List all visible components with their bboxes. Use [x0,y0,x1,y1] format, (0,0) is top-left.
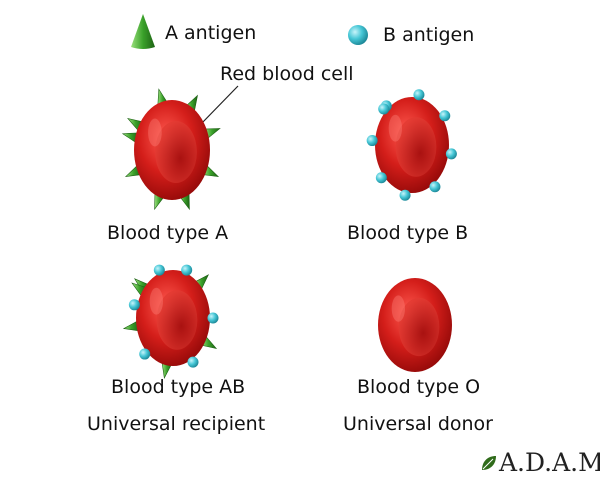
cell-highlight [388,114,403,142]
universal-recipient-label: Universal recipient [87,413,266,435]
b-antigen-sphere [181,264,193,276]
b-antigen-label: B antigen [383,24,475,46]
cell-highlight [391,295,406,322]
b-antigen-sphere [128,299,140,311]
b-antigen-sphere [429,181,441,193]
b-antigen-legend-icon [348,25,368,45]
blood-type-o-label: Blood type O [357,376,481,398]
leaf-icon [482,456,496,470]
blood-type-b-label: Blood type B [347,222,469,244]
adam-logo: A.D.A.M. [480,450,600,476]
b-antigen-sphere [399,189,411,201]
cell-center-dent [155,121,197,183]
cell-center-dent [395,117,437,177]
adam-logo-text: A.D.A.M. [499,448,600,477]
b-antigen-sphere [375,172,387,184]
blood-type-ab-label: Blood type AB [111,376,246,398]
b-antigen-sphere [207,312,219,324]
b-antigen-sphere [439,110,451,122]
red-blood-cell-label: Red blood cell [220,63,354,85]
b-antigen-sphere [153,264,165,276]
cell-center-dent [398,297,440,357]
cell-type-a [121,88,221,211]
cell-highlight [148,118,162,147]
cell-center-dent [156,290,198,350]
b-antigen-sphere [139,348,151,360]
a-antigen-legend-icon [131,14,155,49]
callout-line [200,85,239,125]
b-antigen-sphere [445,148,457,160]
universal-donor-label: Universal donor [343,413,493,435]
cell-type-o [378,278,452,372]
b-antigen-sphere [366,135,378,147]
b-antigen-sphere [413,89,425,101]
blood-type-a-label: Blood type A [107,222,229,244]
cell-type-b [366,89,457,201]
a-antigen-label: A antigen [165,22,257,44]
cell-highlight [149,287,164,315]
cell-type-ab [122,264,219,380]
b-antigen-sphere [187,356,199,368]
b-antigen-sphere [378,103,390,115]
